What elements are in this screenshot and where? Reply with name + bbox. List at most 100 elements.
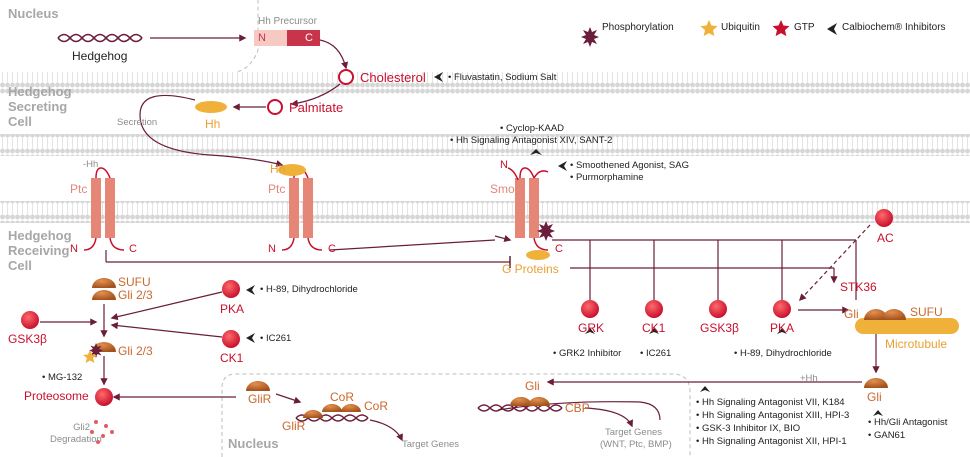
cbp-label: CBP <box>565 401 590 415</box>
gli-cbp-dna-complex <box>477 397 563 412</box>
nucleus-top-boundary <box>0 0 259 74</box>
ptc1-n: N <box>70 243 78 255</box>
precursor-c: C <box>305 32 313 44</box>
neg-hh-label: -Hh <box>83 159 99 170</box>
middle-membrane <box>0 134 970 156</box>
ptc-label-1: Ptc <box>70 182 88 196</box>
ck1-right-label: CK1 <box>642 321 666 335</box>
gli-right-bottom-label: Gli <box>867 390 882 404</box>
grk-ball <box>581 300 599 318</box>
inhibitor-gli-1: • Hh/Gli Antagonist <box>868 417 948 428</box>
proteosome-ball <box>95 388 113 406</box>
legend-phosphorylation: Phosphorylation <box>602 22 674 33</box>
legend-ubiquitin: Ubiquitin <box>721 22 760 33</box>
cholesterol-label: Cholesterol <box>360 70 426 85</box>
ptc2-n: N <box>268 243 276 255</box>
smo-n: N <box>500 159 508 171</box>
ck1-left-ball <box>222 330 240 348</box>
secretion-label: Secretion <box>117 117 158 128</box>
hh-secreting-label: Hh <box>205 117 221 131</box>
gli-dna-label: Gli <box>525 379 540 393</box>
inhibitor-legend-icon <box>827 23 837 35</box>
palmitate-circle <box>267 99 283 115</box>
cor-label-1: CoR <box>330 390 355 404</box>
gsk3b-left-ball <box>21 311 39 329</box>
glir-label-bottom: GliR <box>282 419 306 433</box>
ptc1-c: C <box>129 243 137 255</box>
glir-dna-complex <box>295 404 369 422</box>
inhibitor-smo-top-1: • Cyclop-KAAD <box>500 123 565 134</box>
g-proteins-label: G Proteins <box>502 262 559 276</box>
gsk3b-right-label: GSK3β <box>700 321 739 335</box>
inhibitor-chevrons <box>246 72 883 416</box>
nucleus-bottom-boundary <box>221 373 691 457</box>
inhibitor-cholesterol: • Fluvastatin, Sodium Salt <box>448 72 557 83</box>
inhibitor-bottom-2: • Hh Signaling Antagonist XIII, HPI-3 <box>696 410 850 421</box>
cholesterol-circle <box>338 69 354 85</box>
smo-receptor <box>507 167 549 251</box>
gli-right-label: Gli <box>844 307 859 321</box>
gsk3b-left-label: GSK3β <box>8 332 47 346</box>
target-genes-left: Target Genes <box>402 439 460 450</box>
inhibitor-smo-side-1: • Smoothened Agonist, SAG <box>570 160 689 171</box>
microtubule-bar <box>855 318 959 334</box>
proteosome-label: Proteosome <box>24 389 89 403</box>
gtp-icon <box>772 20 790 37</box>
gli23-label-bottom: Gli 2/3 <box>118 344 153 358</box>
receiving-cell-label: Hedgehog Receiving Cell <box>8 228 72 273</box>
inhibitor-proteosome: • MG-132 <box>42 372 83 383</box>
gli23-label-top: Gli 2/3 <box>118 288 153 302</box>
legend-gtp: GTP <box>794 22 815 33</box>
inhibitor-grk: • GRK2 Inhibitor <box>553 348 622 359</box>
ubiquitin-icon <box>700 20 718 37</box>
nucleus-top-label: Nucleus <box>8 6 59 21</box>
sufu-gli-complex <box>92 278 116 300</box>
target-genes-right: Target Genes <box>605 427 663 438</box>
g-proteins-ellipse <box>526 250 550 260</box>
hedgehog-label: Hedgehog <box>72 49 128 63</box>
precursor-n: N <box>258 32 266 44</box>
grk-label: GRK <box>578 321 605 335</box>
smo-c: C <box>555 243 563 255</box>
inhibitor-bottom-3: • GSK-3 Inhibitor IX, BIO <box>696 423 801 434</box>
pka-left-ball <box>222 280 240 298</box>
ptc-receptor-1 <box>83 167 125 251</box>
degradation-dots <box>90 420 114 444</box>
ac-label: AC <box>877 231 894 245</box>
inhibitor-pka-left: • H-89, Dihydrochloride <box>260 284 358 295</box>
inhibitor-ck1-right: • IC261 <box>640 348 672 359</box>
secreting-cell-membrane <box>0 72 970 94</box>
gli2-degradation-label: Gli2 Degradation <box>50 422 102 445</box>
ck1-right-ball <box>645 300 663 318</box>
cor-label-2: CoR <box>364 399 389 413</box>
hh-ligand-label: Hh <box>270 162 286 176</box>
hh-precursor-bar <box>254 30 320 46</box>
ck1-left-label: CK1 <box>220 351 244 365</box>
hh-lipid-ellipse <box>195 101 227 113</box>
stk36-label: STK36 <box>840 280 877 294</box>
sufu-label-left: SUFU <box>118 275 151 289</box>
inhibitor-bottom-4: • Hh Signaling Antagonist XII, HPI-1 <box>696 436 847 447</box>
inhibitor-smo-side-2: • Purmorphamine <box>570 172 644 183</box>
hh-precursor-label: Hh Precursor <box>258 16 317 27</box>
ptc2-c: C <box>328 243 336 255</box>
smo-label: Smo <box>490 182 515 196</box>
gli-sufu-right <box>864 309 906 320</box>
nucleus-bottom-label: Nucleus <box>228 436 279 451</box>
inhibitor-bottom-1: • Hh Signaling Antagonist VII, K184 <box>696 397 845 408</box>
hedgehog-dna <box>57 33 143 43</box>
gli-right-bottom <box>864 378 888 388</box>
hh-ligand-ellipse <box>278 164 306 176</box>
pka-left-label: PKA <box>220 302 245 316</box>
inhibitor-smo-top-2: • Hh Signaling Antagonist XIV, SANT-2 <box>450 135 613 146</box>
smo-phospho-star <box>537 221 555 241</box>
glir-label-top: GliR <box>248 392 272 406</box>
gsk3b-right-ball <box>709 300 727 318</box>
plus-hh-label: +Hh <box>800 373 818 384</box>
inhibitor-pka-right: • H-89, Dihydrochloride <box>734 348 832 359</box>
ac-ball <box>875 209 893 227</box>
microtubule-label: Microtubule <box>885 337 948 351</box>
inhibitor-ck1-left: • IC261 <box>260 333 292 344</box>
ptc-label-2: Ptc <box>268 182 286 196</box>
